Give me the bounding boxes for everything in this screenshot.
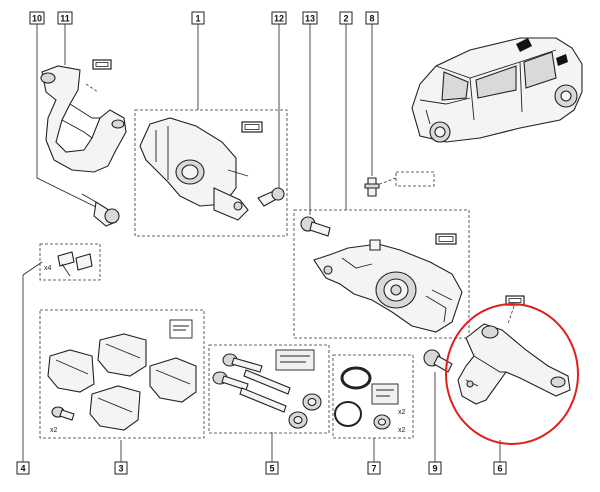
seal-kit-group (332, 354, 414, 439)
callout-1[interactable]: 1 (191, 11, 205, 25)
brake-pads-group (39, 309, 205, 439)
caliper-assembly-group (134, 109, 288, 237)
svg-text:4: 4 (20, 464, 25, 474)
pad-bolts-quantity: x2 (50, 427, 58, 434)
callout-4[interactable]: 4 (16, 461, 30, 475)
note-box-1 (92, 59, 112, 70)
svg-text:8: 8 (369, 14, 374, 24)
callout-9[interactable]: 9 (428, 461, 442, 475)
callout-5[interactable]: 5 (265, 461, 279, 475)
svg-text:3: 3 (118, 464, 123, 474)
callout-12[interactable]: 12 (271, 11, 287, 25)
bracket-bolt-10[interactable] (81, 193, 120, 227)
note-box-4 (435, 233, 457, 245)
bolt-12[interactable] (257, 187, 285, 207)
svg-text:2: 2 (343, 14, 348, 24)
svg-text:13: 13 (305, 14, 315, 24)
dust-boots[interactable] (373, 414, 391, 430)
pad-bolts[interactable] (51, 406, 75, 421)
svg-text:5: 5 (269, 464, 274, 474)
note-box-3 (379, 171, 435, 187)
piston-seals[interactable] (334, 366, 372, 427)
clips-group (39, 243, 101, 281)
pin-boots[interactable] (288, 393, 322, 429)
boot-quantity: x2 (398, 427, 406, 434)
dashed-guide-2 (507, 305, 515, 325)
pad-clips[interactable] (57, 251, 93, 277)
callout-3[interactable]: 3 (114, 461, 128, 475)
svg-text:1: 1 (195, 14, 200, 24)
dashed-guide-1 (85, 83, 99, 93)
caliper-body[interactable] (313, 239, 463, 333)
svg-text:7: 7 (371, 464, 376, 474)
svg-text:12: 12 (274, 14, 284, 24)
carrier-bracket-right[interactable] (457, 323, 571, 405)
clips-quantity: x4 (44, 265, 52, 272)
bolt-13[interactable] (300, 216, 331, 237)
carrier-bracket-left[interactable] (40, 65, 127, 173)
callout-7[interactable]: 7 (367, 461, 381, 475)
guide-pins-group (208, 344, 330, 434)
svg-text:11: 11 (60, 14, 70, 24)
seal-quantity: x2 (398, 409, 406, 416)
callout-10[interactable]: 10 (29, 11, 45, 25)
leader-lines (22, 24, 501, 462)
pad-kit-sachet (169, 319, 193, 339)
car-illustration (411, 37, 583, 143)
note-box-2 (241, 121, 263, 133)
grease-sachet (275, 349, 315, 371)
caliper-assembly[interactable] (139, 117, 249, 221)
callout-11[interactable]: 11 (57, 11, 73, 25)
caliper-body-group (293, 209, 470, 339)
seal-sachet (371, 383, 399, 405)
brake-pads[interactable] (47, 333, 197, 431)
callout-2[interactable]: 2 (339, 11, 353, 25)
bleed-valve[interactable] (364, 177, 380, 197)
svg-text:6: 6 (497, 464, 502, 474)
callout-13[interactable]: 13 (302, 11, 318, 25)
callout-8[interactable]: 8 (365, 11, 379, 25)
svg-text:10: 10 (32, 14, 42, 24)
highlight-circle (445, 303, 579, 445)
callout-6[interactable]: 6 (493, 461, 507, 475)
guide-pins[interactable] (212, 353, 291, 413)
svg-text:9: 9 (432, 464, 437, 474)
